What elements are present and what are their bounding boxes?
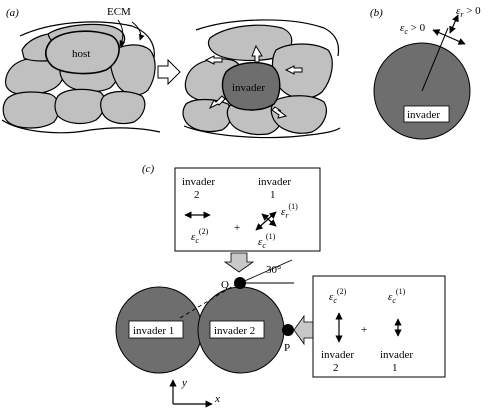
right-box-left-line2: 2 [333, 362, 339, 374]
ecm-pointer-2 [131, 21, 145, 41]
panel-a-label: (a) [6, 7, 19, 19]
right-box-plus: + [361, 324, 367, 336]
angle-label: 30° [266, 264, 281, 276]
panel-a: (a) host ECM [1, 6, 341, 139]
top-box-eps-c2: εc(2) [191, 227, 209, 245]
invader-label-b: invader [407, 109, 440, 121]
panel-c-label: (c) [142, 163, 155, 175]
host-cell [44, 30, 120, 75]
y-axis-label: y [181, 377, 187, 389]
invader-2-label-box [209, 320, 265, 339]
invader-1-label: invader 1 [133, 325, 174, 337]
invader-cell [221, 61, 281, 111]
down-arrow [223, 252, 255, 273]
point-q-label: Q [221, 279, 229, 291]
eps-r-arrow [449, 14, 459, 34]
ecm-label: ECM [107, 6, 131, 18]
ecm-boundary-bottom [1, 119, 161, 134]
top-box-plus: + [234, 222, 240, 234]
transition-arrow [157, 58, 181, 86]
right-box [312, 275, 446, 378]
top-box-eps-r1: εr(1) [281, 202, 298, 220]
point-p [282, 324, 294, 336]
eps-c-label: εc > 0 [400, 22, 426, 36]
top-box-eps-c1: εc(1) [258, 232, 276, 250]
top-box-left-line1: invader [182, 176, 215, 188]
ecm-boundary [19, 21, 155, 59]
tissue-right [182, 24, 333, 136]
point-p-label: P [284, 342, 290, 354]
top-box-right-line1: invader [258, 176, 291, 188]
panel-b: (b) εc > 0 εr > 0 invader [370, 5, 481, 140]
right-box-left-line1: invader [321, 349, 354, 361]
ecm-boundary-right [195, 19, 340, 57]
invader-1-label-box [128, 320, 184, 339]
center-line [179, 282, 239, 319]
top-box-right-line2: 1 [270, 189, 276, 201]
ecm-boundary-right-bottom [183, 125, 341, 139]
right-box-right-line1: invader [380, 349, 413, 361]
push-arrows [204, 44, 303, 119]
top-box [174, 167, 321, 252]
host-label: host [72, 48, 90, 60]
invader-2-label: invader 2 [214, 325, 255, 337]
ecm-pointer [117, 19, 126, 47]
point-q [234, 277, 246, 289]
panel-c: (c) invader 2 invader 1 + εc(2) εc(1) εr… [115, 163, 446, 408]
right-box-eps-c2: εc(2) [329, 287, 347, 305]
top-box-diag-arrow-2 [261, 213, 277, 227]
right-box-right-line2: 1 [392, 362, 398, 374]
left-arrow [293, 314, 314, 346]
right-box-eps-c1: εc(1) [388, 287, 406, 305]
angle-line [239, 259, 293, 284]
eps-c-arrow [432, 29, 466, 45]
x-axis-label: x [214, 393, 220, 405]
eps-r-label: εr > 0 [456, 5, 481, 19]
invader-label-box-b [403, 105, 450, 123]
top-box-left-line2: 2 [194, 189, 200, 201]
invader-label-a: invader [232, 82, 265, 94]
panel-b-label: (b) [370, 7, 383, 19]
